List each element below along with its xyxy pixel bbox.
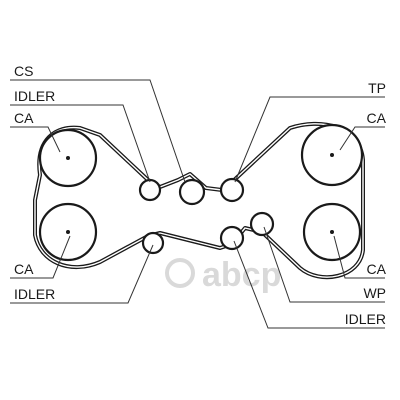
leader-idler-bottom-left xyxy=(10,244,154,304)
label-tp: TP xyxy=(368,80,386,96)
label-idler-bottom-left: IDLER xyxy=(14,286,55,302)
watermark-logo: abcp xyxy=(165,256,281,294)
label-ca-top-left: CA xyxy=(14,110,34,126)
hub-dot xyxy=(330,230,334,234)
label-cs: CS xyxy=(14,63,33,79)
label-wp: WP xyxy=(363,285,386,301)
hub-dot xyxy=(66,156,70,160)
idler-pulley-bottom-left xyxy=(141,231,165,255)
leader-ca-top-right xyxy=(339,126,385,151)
leader-idler-bottom-right xyxy=(233,240,385,329)
label-ca-bottom-right: CA xyxy=(367,261,387,277)
leader-wp xyxy=(263,226,385,303)
timing-belt-inner-edge xyxy=(34,123,364,278)
label-idler-bottom-right: IDLER xyxy=(345,311,386,327)
idler-pulley-top-left xyxy=(138,178,162,202)
watermark-text: abcp xyxy=(202,256,281,294)
crankshaft-pulley xyxy=(178,178,206,206)
water-pump-pulley xyxy=(249,211,275,237)
label-ca-bottom-left: CA xyxy=(14,261,34,277)
label-idler-top-left: IDLER xyxy=(14,88,55,104)
leader-ca-top-left xyxy=(10,126,61,153)
leader-ca-bottom-left xyxy=(10,235,71,279)
tensioner-pulley xyxy=(219,177,245,203)
label-ca-top-right: CA xyxy=(367,110,387,126)
idler-pulley-bottom-right xyxy=(219,225,245,251)
leader-cs xyxy=(10,79,186,183)
hub-dot xyxy=(330,153,334,157)
hub-dot xyxy=(66,230,70,234)
leader-idler-top-left xyxy=(10,104,151,183)
leader-ca-bottom-right xyxy=(333,235,385,279)
leader-tp xyxy=(234,96,385,183)
watermark-ring xyxy=(165,258,195,288)
